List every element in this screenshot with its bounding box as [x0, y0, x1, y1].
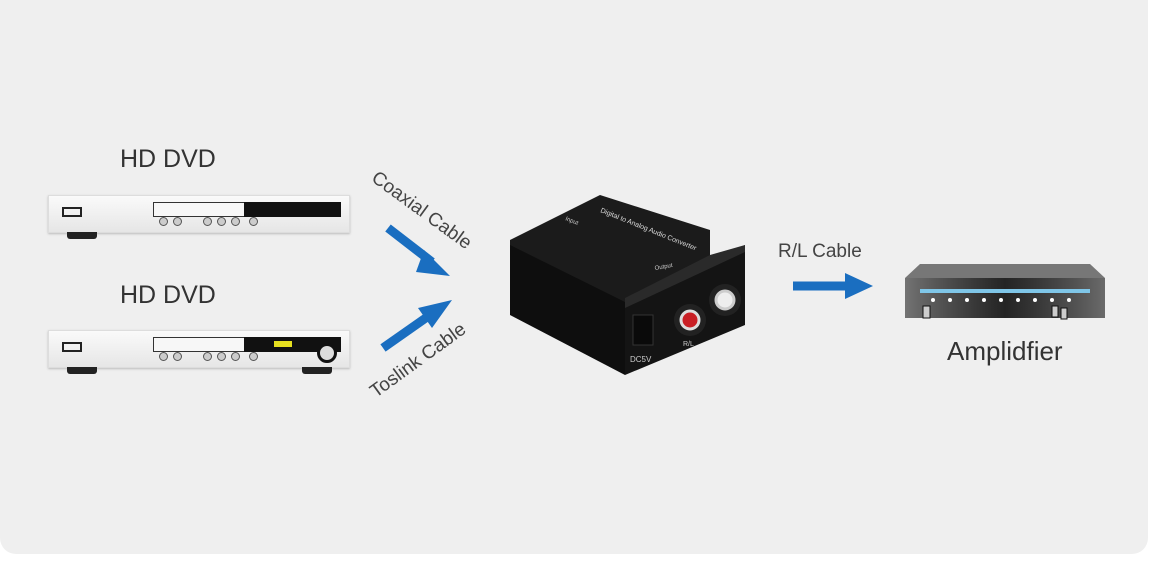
amplifier-device: [905, 264, 1105, 320]
input-arrows: [380, 224, 452, 352]
converter-rl-label: R/L: [683, 341, 694, 348]
hd-dvd-label-2: HD DVD: [120, 281, 216, 309]
toslink-arrow-icon: [380, 300, 452, 352]
audio-converter-device: Digital to Analog Audio Converter Input …: [510, 195, 745, 375]
rl-cable-label: R/L Cable: [778, 241, 862, 262]
hd-dvd-label-1: HD DVD: [120, 145, 216, 173]
hd-dvd-player-2: [48, 330, 350, 374]
hd-dvd-player-1: [48, 195, 350, 239]
amplifier-label: Amplidfier: [947, 336, 1063, 366]
converter-input-label: Input: [564, 216, 579, 227]
rl-arrow-icon: [793, 273, 873, 299]
converter-power-label: DC5V: [630, 355, 652, 364]
converter-output-label: Output: [654, 263, 673, 272]
coaxial-arrow-icon: [385, 224, 450, 276]
